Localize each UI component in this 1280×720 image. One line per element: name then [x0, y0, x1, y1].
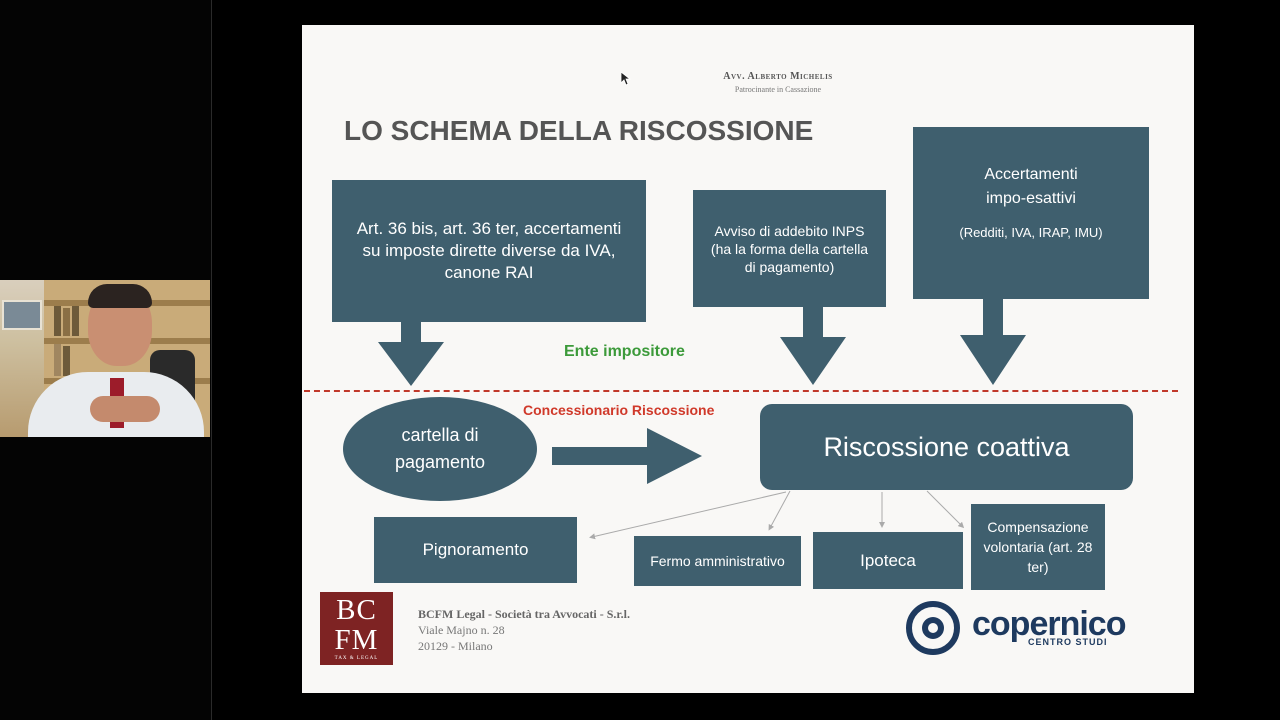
- down-arrow-3: [960, 299, 1026, 385]
- footer-city: 20129 - Milano: [418, 639, 493, 653]
- box-art-36-line3: canone RAI: [444, 263, 534, 282]
- header-lawyer-subtitle: Patrocinante in Cassazione: [734, 85, 822, 94]
- footer-company: BCFM Legal - Società tra Avvocati - S.r.…: [418, 607, 630, 621]
- person-hair: [88, 284, 152, 308]
- webcam-video: [0, 280, 210, 437]
- presentation-slide: Avv. Alberto Michelis Patrocinante in Ca…: [302, 25, 1194, 693]
- box-art-36-line1: Art. 36 bis, art. 36 ter, accertamenti: [356, 219, 622, 238]
- box-art-36: Art. 36 bis, art. 36 ter, accertamenti s…: [332, 180, 646, 322]
- cartella-line2: pagamento: [394, 452, 486, 472]
- down-arrow-2: [780, 307, 846, 385]
- copernico-logo-icon: [906, 601, 960, 655]
- box-avviso-inps: Avviso di addebito INPS (ha la forma del…: [693, 190, 886, 307]
- box-avviso-inps-line2: (ha la forma della cartella: [710, 240, 869, 257]
- footer-address: Viale Majno n. 28: [418, 623, 505, 637]
- header-lawyer-name: Avv. Alberto Michelis: [723, 71, 833, 82]
- person-hands: [90, 396, 160, 422]
- box-accertamenti-line3: (Redditi, IVA, IRAP, IMU): [959, 225, 1103, 240]
- cartella-line1: cartella di: [401, 425, 479, 445]
- compensazione-line2: volontaria (art. 28: [983, 539, 1093, 555]
- ipoteca-box: Ipoteca: [813, 532, 963, 589]
- box-avviso-inps-line1: Avviso di addebito INPS: [714, 222, 865, 239]
- box-art-36-line2: su imposte dirette diverse da IVA,: [362, 241, 616, 260]
- box-accertamenti: Accertamenti impo-esattivi (Redditi, IVA…: [913, 127, 1149, 299]
- concessionario-label: Concessionario Riscossione: [523, 402, 715, 418]
- ente-impositore-label: Ente impositore: [564, 343, 685, 360]
- compensazione-box: Compensazione volontaria (art. 28 ter): [971, 504, 1105, 590]
- dashed-separator: [304, 390, 1178, 392]
- mouse-cursor-icon: [621, 72, 631, 86]
- cartella-ellipse: cartella di pagamento: [343, 397, 537, 501]
- box-accertamenti-line2: impo-esattivi: [986, 190, 1076, 207]
- wall-picture: [2, 300, 42, 330]
- compensazione-line3: ter): [1027, 559, 1049, 575]
- copernico-name: copernico: [972, 605, 1126, 643]
- riscossione-coattiva-box: Riscossione coattiva: [760, 404, 1133, 490]
- down-arrow-1: [378, 322, 444, 386]
- box-accertamenti-line1: Accertamenti: [984, 166, 1078, 183]
- fermo-amministrativo-box: Fermo amministrativo: [634, 536, 801, 586]
- panel-divider: [211, 0, 212, 720]
- compensazione-line1: Compensazione: [987, 519, 1089, 535]
- slide-title: LO SCHEMA DELLA RISCOSSIONE: [344, 115, 814, 146]
- connector-lines: [589, 490, 965, 540]
- right-arrow: [552, 428, 702, 484]
- copernico-subtitle: CENTRO STUDI: [1028, 637, 1108, 647]
- pignoramento-box: Pignoramento: [374, 517, 577, 583]
- box-avviso-inps-line3: di pagamento): [744, 258, 835, 275]
- bcfm-logo: BC FM TAX & LEGAL: [320, 592, 393, 665]
